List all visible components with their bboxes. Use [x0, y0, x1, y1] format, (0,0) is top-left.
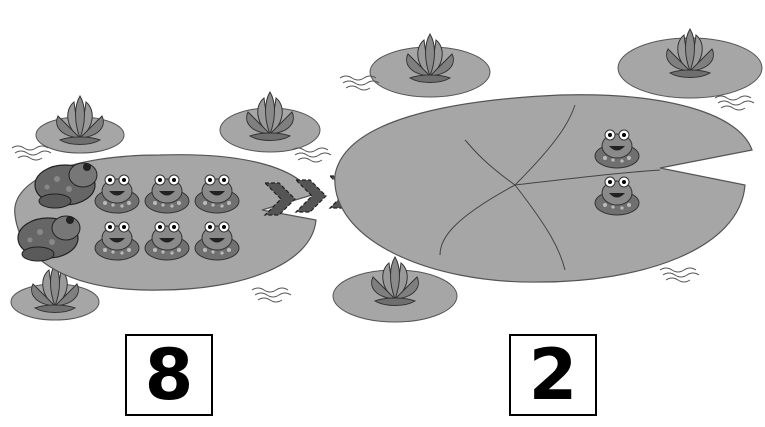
right-top-left-small-pad: [369, 33, 491, 98]
right-count: 2: [528, 334, 578, 416]
right-count-box: 2: [509, 334, 597, 416]
right-top-right-small-pad: [617, 28, 763, 99]
water-ripple: [714, 95, 755, 111]
left-count-box: 8: [125, 334, 213, 416]
left-bottom-small-pad: [10, 263, 100, 321]
right-bottom-small-pad: [332, 256, 458, 323]
water-ripple: [659, 267, 700, 283]
right-lily-pad: [334, 94, 753, 283]
left-right-small-pad: [219, 91, 321, 153]
water-ripple: [11, 145, 52, 161]
left-count: 8: [144, 334, 194, 416]
water-ripple: [251, 287, 292, 303]
left-top-small-pad: [35, 95, 125, 154]
water-ripple: [291, 147, 332, 163]
